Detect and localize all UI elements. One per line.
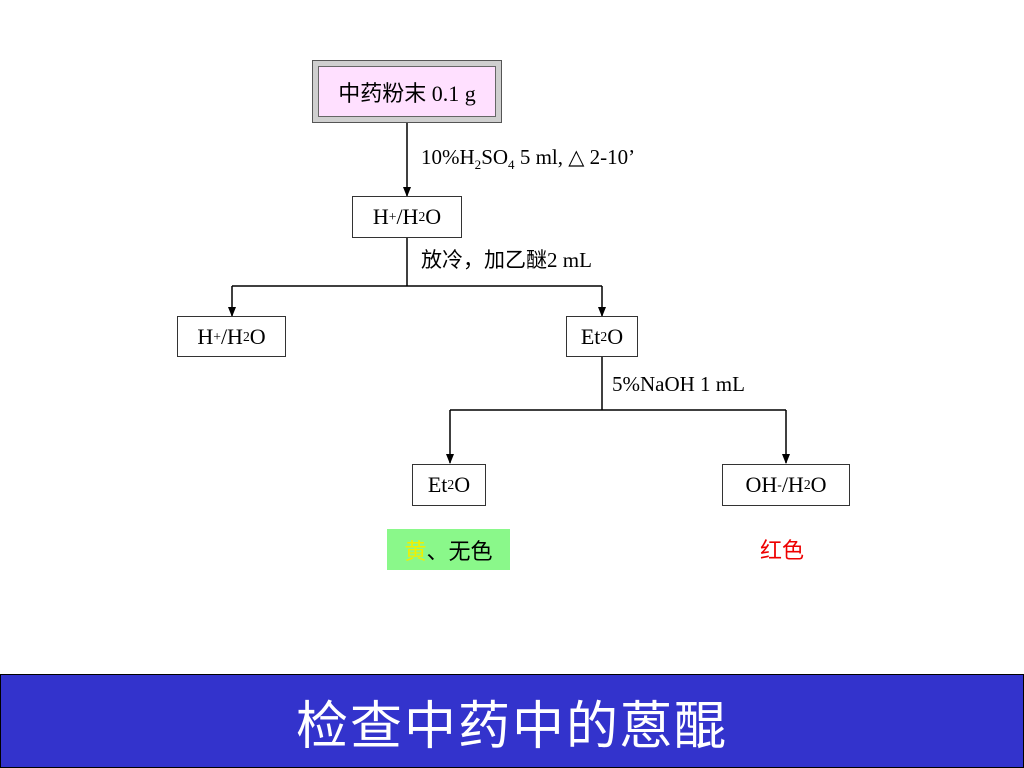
slide-title: 检查中药中的蒽醌 [295, 696, 728, 757]
step3-label: 5%NaOH 1 mL [612, 372, 745, 396]
start-box-label: 中药粉末 0.1 g [318, 66, 496, 117]
result-yellow-text: 黄 [404, 538, 427, 564]
start-box: 中药粉末 0.1 g [312, 60, 502, 123]
result-colorless-text: 、无色 [426, 538, 493, 564]
step2-label: 放冷，加乙醚2 mL [421, 248, 592, 272]
result-ether-color: 黄、无色 [387, 529, 510, 570]
title-banner: 检查中药中的蒽醌 [0, 674, 1024, 768]
step1-label: 10%H2SO4 5 ml, △ 2-10’ [421, 145, 636, 173]
result-alkali-color: 红色 [760, 538, 805, 563]
